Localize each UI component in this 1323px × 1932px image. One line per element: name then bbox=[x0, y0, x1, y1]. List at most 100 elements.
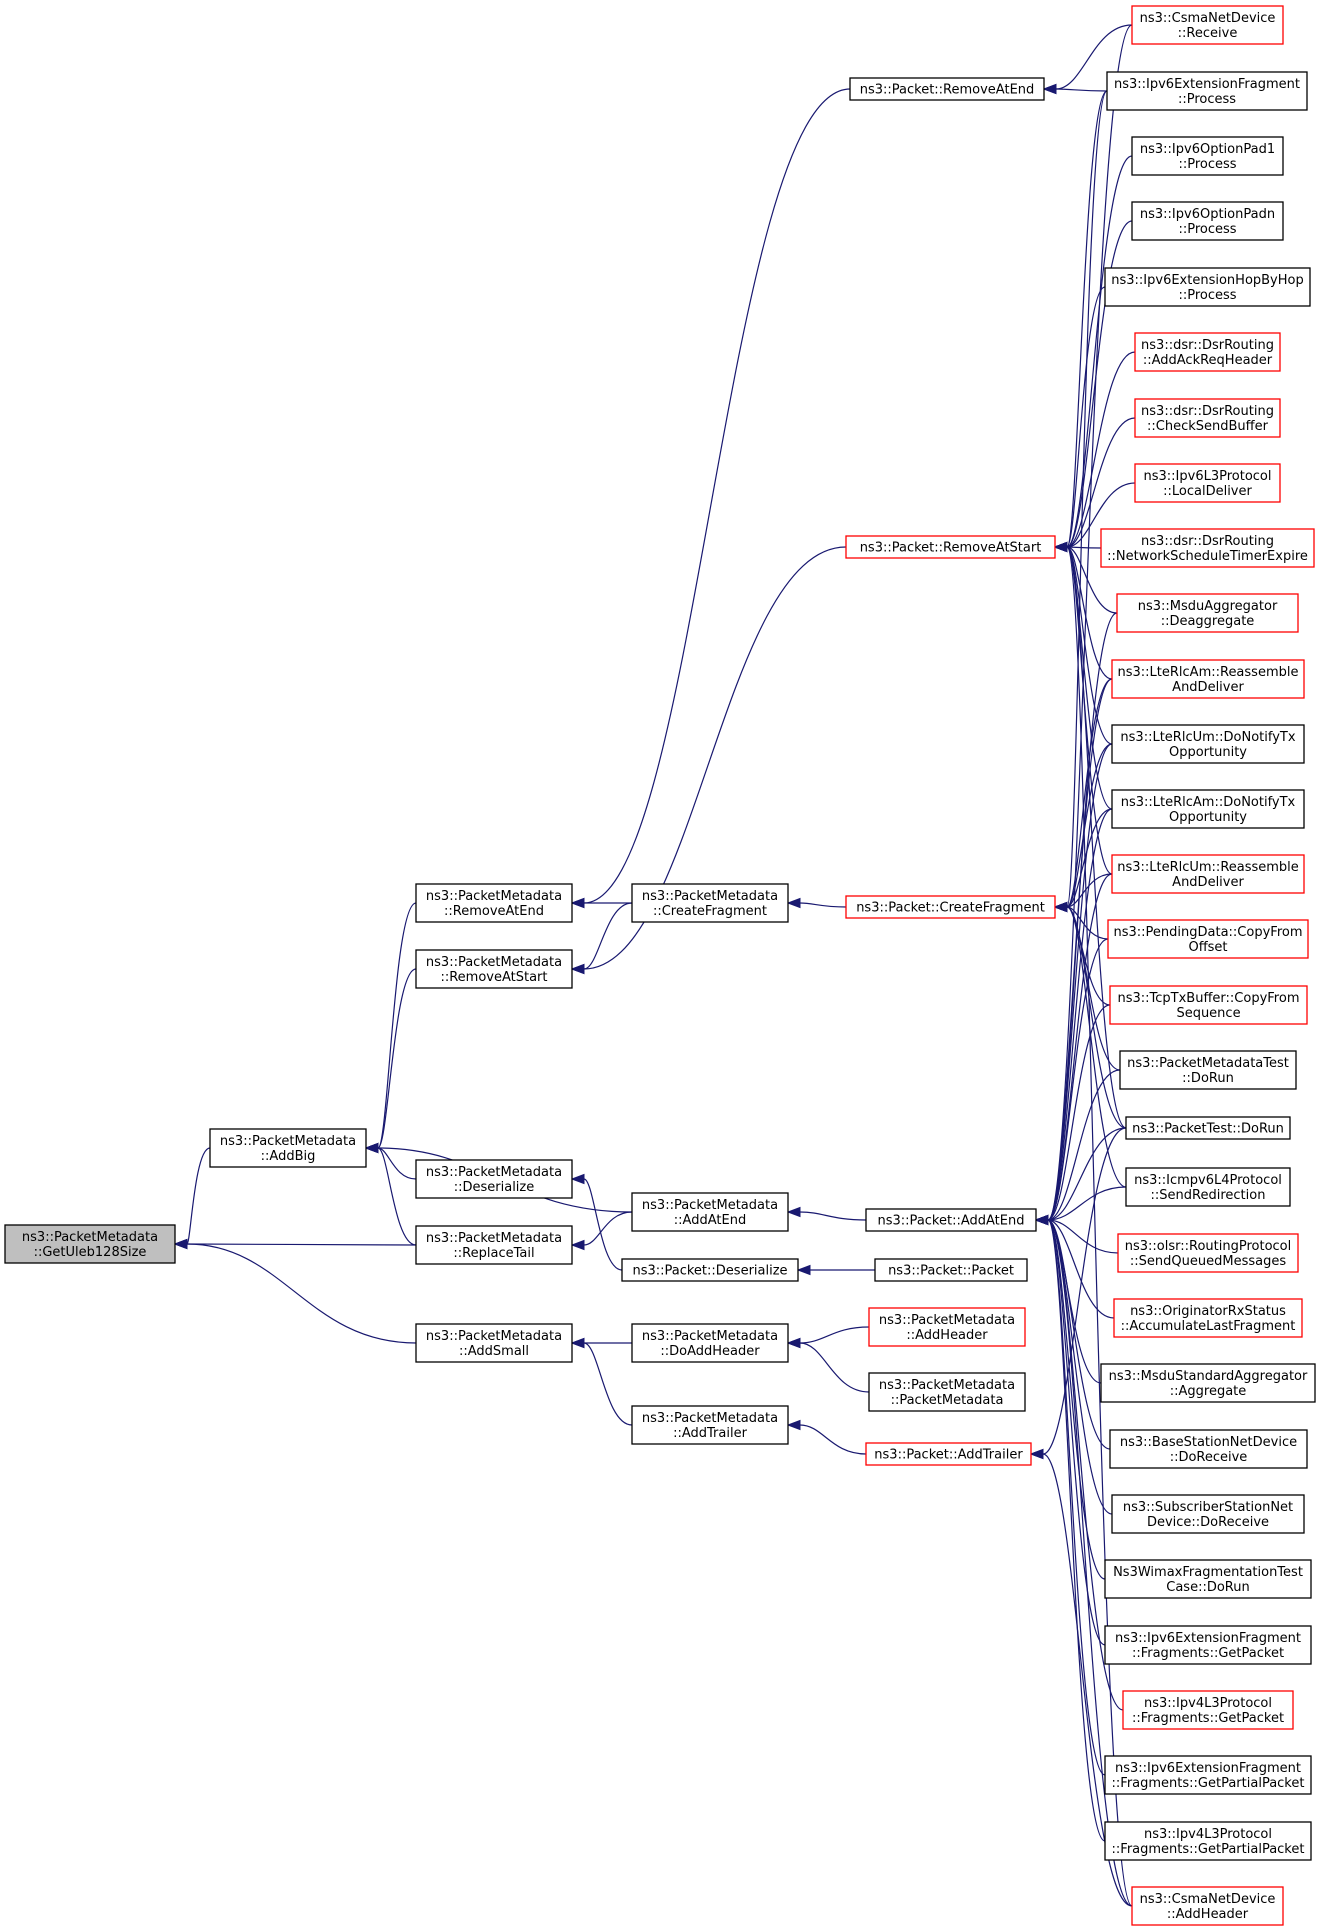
node-box bbox=[1117, 1233, 1299, 1273]
function-node[interactable]: ns3::BaseStationNetDevice::DoReceive bbox=[1109, 1429, 1308, 1469]
function-node[interactable]: ns3::Packet::Deserialize bbox=[621, 1258, 799, 1282]
function-node[interactable]: ns3::dsr::DsrRouting::NetworkScheduleTim… bbox=[1100, 528, 1315, 568]
node-label: ns3::Packet::RemoveAtStart bbox=[860, 541, 1042, 556]
node-box bbox=[1109, 985, 1308, 1025]
function-node[interactable]: ns3::MsduStandardAggregator::Aggregate bbox=[1100, 1363, 1316, 1403]
function-node[interactable]: ns3::dsr::DsrRouting::CheckSendBuffer bbox=[1134, 398, 1281, 438]
function-node[interactable]: ns3::Packet::RemoveAtEnd bbox=[849, 77, 1045, 101]
node-box bbox=[1116, 593, 1299, 633]
node-label: ns3::LteRlcAm::Reassemble bbox=[1118, 665, 1299, 680]
node-label: ns3::PacketMetadata bbox=[22, 1230, 158, 1245]
function-node[interactable]: ns3::Ipv6ExtensionFragment::Process bbox=[1106, 71, 1308, 111]
function-node[interactable]: ns3::PacketMetadata::AddBig bbox=[209, 1128, 367, 1168]
edges-layer bbox=[173, 24, 1136, 1907]
node-box bbox=[1104, 1755, 1312, 1795]
call-edge bbox=[796, 1264, 875, 1276]
call-edge bbox=[570, 1337, 633, 1426]
arrowhead-icon bbox=[570, 963, 585, 975]
call-edge bbox=[1029, 1448, 1133, 1907]
function-node[interactable]: ns3::PacketMetadata::DoAddHeader bbox=[631, 1323, 789, 1363]
node-box bbox=[845, 895, 1056, 919]
node-label: ns3::LteRlcUm::DoNotifyTx bbox=[1120, 730, 1295, 745]
call-edge bbox=[570, 546, 847, 975]
node-box bbox=[1107, 919, 1309, 959]
edge-line bbox=[377, 902, 417, 1149]
node-label: ::SendRedirection bbox=[1151, 1188, 1266, 1203]
function-node[interactable]: ns3::Ipv6OptionPad1::Process bbox=[1131, 136, 1284, 176]
edge-line bbox=[1042, 1127, 1127, 1455]
node-box bbox=[1131, 5, 1284, 45]
function-node[interactable]: ns3::SubscriberStationNetDevice::DoRecei… bbox=[1111, 1494, 1305, 1534]
function-node[interactable]: ns3::Ipv6ExtensionFragment::Fragments::G… bbox=[1104, 1625, 1312, 1665]
node-box bbox=[1104, 1821, 1312, 1861]
arrowhead-icon bbox=[173, 1238, 188, 1250]
edge-line bbox=[1047, 1219, 1106, 1646]
function-node[interactable]: ns3::PacketMetadataTest::DoRun bbox=[1119, 1050, 1297, 1090]
function-node[interactable]: ns3::PacketMetadata::PacketMetadata bbox=[868, 1372, 1026, 1412]
node-box bbox=[865, 1208, 1037, 1232]
node-box bbox=[1134, 463, 1281, 503]
function-node[interactable]: ns3::MsduAggregator::Deaggregate bbox=[1116, 593, 1299, 633]
function-node[interactable]: ns3::Ipv6ExtensionHopByHop::Process bbox=[1104, 267, 1311, 307]
function-node[interactable]: ns3::Ipv4L3Protocol::Fragments::GetPacke… bbox=[1122, 1690, 1294, 1730]
function-node[interactable]: ns3::Ipv4L3Protocol::Fragments::GetParti… bbox=[1104, 1821, 1312, 1861]
node-label: ns3::PacketMetadataTest bbox=[1127, 1056, 1289, 1071]
call-edge bbox=[1034, 1214, 1115, 1319]
call-edge bbox=[1034, 1214, 1106, 1580]
call-edge bbox=[786, 1337, 870, 1393]
function-node[interactable]: ns3::OriginatorRxStatus::AccumulateLastF… bbox=[1113, 1298, 1303, 1338]
call-edge bbox=[364, 1142, 417, 1246]
node-box bbox=[1111, 854, 1305, 894]
function-node[interactable]: ns3::Ipv6L3Protocol::LocalDeliver bbox=[1134, 463, 1281, 503]
arrowhead-icon bbox=[570, 1173, 585, 1185]
function-node[interactable]: ns3::dsr::DsrRouting::AddAckReqHeader bbox=[1134, 332, 1281, 372]
function-node[interactable]: ns3::PacketMetadata::RemoveAtStart bbox=[415, 949, 573, 989]
edge-line bbox=[1066, 351, 1136, 548]
function-node[interactable]: ns3::Packet::RemoveAtStart bbox=[845, 535, 1056, 559]
function-node[interactable]: ns3::PacketMetadata::ReplaceTail bbox=[415, 1225, 573, 1265]
edge-line bbox=[583, 1211, 633, 1246]
function-node[interactable]: ns3::Ipv6OptionPadn::Process bbox=[1131, 201, 1284, 241]
function-node[interactable]: ns3::PacketMetadata::RemoveAtEnd bbox=[415, 883, 573, 923]
node-label: ns3::CsmaNetDevice bbox=[1140, 11, 1276, 26]
node-box bbox=[1106, 71, 1308, 111]
function-node[interactable]: ns3::PacketMetadata::AddSmall bbox=[415, 1323, 573, 1363]
function-node[interactable]: ns3::Packet::AddTrailer bbox=[865, 1442, 1032, 1466]
edge-line bbox=[186, 1147, 211, 1245]
function-node[interactable]: ns3::PacketMetadata::AddAtEnd bbox=[631, 1192, 789, 1232]
edge-line bbox=[1066, 546, 1102, 549]
node-label: Sequence bbox=[1176, 1006, 1240, 1021]
node-box bbox=[1125, 1116, 1291, 1140]
function-node[interactable]: ns3::CsmaNetDevice::Receive bbox=[1131, 5, 1284, 45]
function-node[interactable]: ns3::Packet::Packet bbox=[874, 1258, 1028, 1282]
node-box bbox=[621, 1258, 799, 1282]
function-node[interactable]: ns3::PacketMetadata::CreateFragment bbox=[631, 883, 789, 923]
function-node[interactable]: ns3::PacketMetadata::AddHeader bbox=[868, 1307, 1026, 1347]
edge-line bbox=[1055, 88, 1108, 92]
edge-line bbox=[799, 1342, 870, 1393]
node-box bbox=[631, 883, 789, 923]
node-box bbox=[415, 883, 573, 923]
function-node[interactable]: ns3::CsmaNetDevice::AddHeader bbox=[1131, 1886, 1284, 1926]
function-node[interactable]: ns3::Icmpv6L4Protocol::SendRedirection bbox=[1125, 1167, 1291, 1207]
function-node[interactable]: ns3::olsr::RoutingProtocol::SendQueuedMe… bbox=[1117, 1233, 1299, 1273]
node-label: ::Process bbox=[1178, 222, 1236, 237]
node-label: ns3::Ipv4L3Protocol bbox=[1144, 1827, 1272, 1842]
function-node[interactable]: ns3::PacketMetadata::AddTrailer bbox=[631, 1405, 789, 1445]
function-node[interactable]: ns3::Packet::AddAtEnd bbox=[865, 1208, 1037, 1232]
function-node[interactable]: ns3::PacketMetadata::Deserialize bbox=[415, 1159, 573, 1199]
node-label: ns3::CsmaNetDevice bbox=[1140, 1892, 1276, 1907]
arrowhead-icon bbox=[364, 1142, 379, 1154]
function-node[interactable]: ns3::PacketTest::DoRun bbox=[1125, 1116, 1291, 1140]
function-node[interactable]: ns3::Packet::CreateFragment bbox=[845, 895, 1056, 919]
node-label: ::DoReceive bbox=[1170, 1450, 1248, 1465]
node-label: ::Process bbox=[1178, 157, 1236, 172]
function-node[interactable]: ns3::Ipv6ExtensionFragment::Fragments::G… bbox=[1104, 1755, 1312, 1795]
